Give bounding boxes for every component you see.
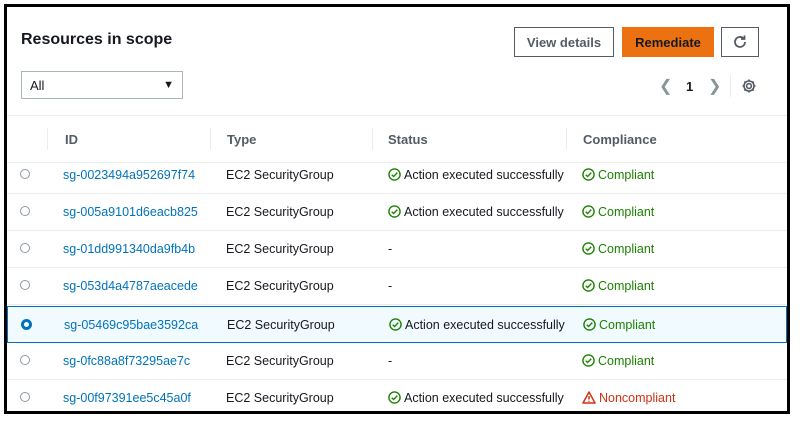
resource-id-link[interactable]: sg-00f97391ee5c45a0f xyxy=(63,391,191,405)
resource-id-link[interactable]: sg-05469c95bae3592ca xyxy=(64,318,199,332)
resource-id-link[interactable]: sg-005a9101d6eacb825 xyxy=(63,205,198,219)
check-circle-icon xyxy=(388,205,401,218)
table-row[interactable]: sg-005a9101d6eacb825 EC2 SecurityGroup A… xyxy=(7,194,787,231)
resource-type: EC2 SecurityGroup xyxy=(226,391,334,405)
table-row[interactable]: sg-0023494a952697f74 EC2 SecurityGroup A… xyxy=(7,157,787,194)
resource-type: EC2 SecurityGroup xyxy=(227,318,335,332)
pagination: ❮ xyxy=(659,77,672,95)
page-title: Resources in scope xyxy=(21,31,173,48)
resource-type: EC2 SecurityGroup xyxy=(226,354,334,368)
resource-id-link[interactable]: sg-0fc88a8f73295ae7c xyxy=(63,354,191,368)
column-header-status[interactable]: Status xyxy=(388,132,428,147)
status-cell: Action executed successfully xyxy=(388,391,564,405)
table-row[interactable]: sg-053d4a4787aeacede EC2 SecurityGroup -… xyxy=(7,268,787,305)
status-text: - xyxy=(388,354,393,368)
remediate-button[interactable]: Remediate xyxy=(622,27,714,57)
status-text: Action executed successfully xyxy=(404,391,564,405)
compliance-cell: Compliant xyxy=(582,279,654,293)
check-circle-icon xyxy=(582,168,595,181)
filter-select[interactable]: All ▼ xyxy=(21,71,183,99)
resource-type: EC2 SecurityGroup xyxy=(226,242,334,256)
compliance-cell: Compliant xyxy=(582,205,654,219)
compliance-cell: Compliant xyxy=(582,168,654,182)
table-row[interactable]: sg-0fc88a8f73295ae7c EC2 SecurityGroup -… xyxy=(7,343,787,380)
view-details-button[interactable]: View details xyxy=(514,27,614,57)
caret-down-icon: ▼ xyxy=(163,79,174,91)
check-circle-icon xyxy=(583,318,596,331)
status-cell: Action executed successfully xyxy=(389,318,565,332)
filter-select-value: All xyxy=(30,77,45,93)
compliance-cell: Noncompliant xyxy=(582,391,675,405)
column-separator xyxy=(372,128,373,150)
table-row[interactable]: sg-00f97391ee5c45a0f EC2 SecurityGroup A… xyxy=(7,380,787,411)
column-header-compliance[interactable]: Compliance xyxy=(583,132,657,147)
status-cell: Action executed successfully xyxy=(388,205,564,219)
status-text: Action executed successfully xyxy=(404,205,564,219)
pagination-next: ❯ xyxy=(708,77,721,95)
check-circle-icon xyxy=(389,318,402,331)
resources-panel: Resources in scope View details Remediat… xyxy=(4,4,790,414)
status-cell: Action executed successfully xyxy=(388,168,564,182)
compliance-cell: Compliant xyxy=(583,318,655,332)
pager-divider xyxy=(730,75,731,97)
status-text: - xyxy=(388,279,393,293)
check-circle-icon xyxy=(388,168,401,181)
row-radio[interactable] xyxy=(20,206,30,216)
status-text: - xyxy=(388,242,393,256)
row-radio-selected[interactable] xyxy=(21,319,32,330)
resource-type: EC2 SecurityGroup xyxy=(226,168,334,182)
check-circle-icon xyxy=(582,354,595,367)
warning-triangle-icon xyxy=(582,391,596,404)
row-radio[interactable] xyxy=(20,243,30,253)
table-header: ID Type Status Compliance xyxy=(7,116,787,163)
column-separator xyxy=(566,128,567,150)
row-radio[interactable] xyxy=(20,392,30,402)
column-separator xyxy=(210,128,211,150)
page-number[interactable]: 1 xyxy=(686,78,694,94)
resource-type: EC2 SecurityGroup xyxy=(226,279,334,293)
compliance-cell: Compliant xyxy=(582,354,654,368)
refresh-icon xyxy=(734,35,746,48)
column-header-type[interactable]: Type xyxy=(227,132,257,147)
chevron-right-icon[interactable]: ❯ xyxy=(708,78,722,95)
check-circle-icon xyxy=(582,205,595,218)
compliance-text: Compliant xyxy=(598,354,655,368)
resource-type: EC2 SecurityGroup xyxy=(226,205,334,219)
check-circle-icon xyxy=(582,279,595,292)
chevron-left-icon[interactable]: ❮ xyxy=(659,78,673,95)
compliance-text: Compliant xyxy=(598,168,655,182)
status-text: Action executed successfully xyxy=(404,168,564,182)
header-divider xyxy=(7,115,787,116)
table-row-selected[interactable]: sg-05469c95bae3592ca EC2 SecurityGroup A… xyxy=(7,306,787,343)
column-header-id[interactable]: ID xyxy=(65,132,78,147)
status-text: Action executed successfully xyxy=(405,318,565,332)
check-circle-icon xyxy=(388,391,401,404)
row-radio[interactable] xyxy=(20,169,30,179)
compliance-cell: Compliant xyxy=(582,242,654,256)
check-circle-icon xyxy=(582,242,595,255)
resource-id-link[interactable]: sg-0023494a952697f74 xyxy=(63,168,196,182)
compliance-text: Compliant xyxy=(598,242,655,256)
compliance-text: Noncompliant xyxy=(599,391,676,405)
preferences-button[interactable] xyxy=(741,78,757,99)
row-radio[interactable] xyxy=(20,355,30,365)
resource-id-link[interactable]: sg-053d4a4787aeacede xyxy=(63,279,198,293)
row-radio[interactable] xyxy=(20,280,30,290)
compliance-text: Compliant xyxy=(598,205,655,219)
resource-id-link[interactable]: sg-01dd991340da9fb4b xyxy=(63,242,196,256)
table-row[interactable]: sg-01dd991340da9fb4b EC2 SecurityGroup -… xyxy=(7,231,787,268)
gear-icon xyxy=(742,79,756,93)
refresh-button[interactable] xyxy=(721,27,759,57)
column-separator xyxy=(47,128,48,150)
compliance-text: Compliant xyxy=(599,318,656,332)
compliance-text: Compliant xyxy=(598,279,655,293)
